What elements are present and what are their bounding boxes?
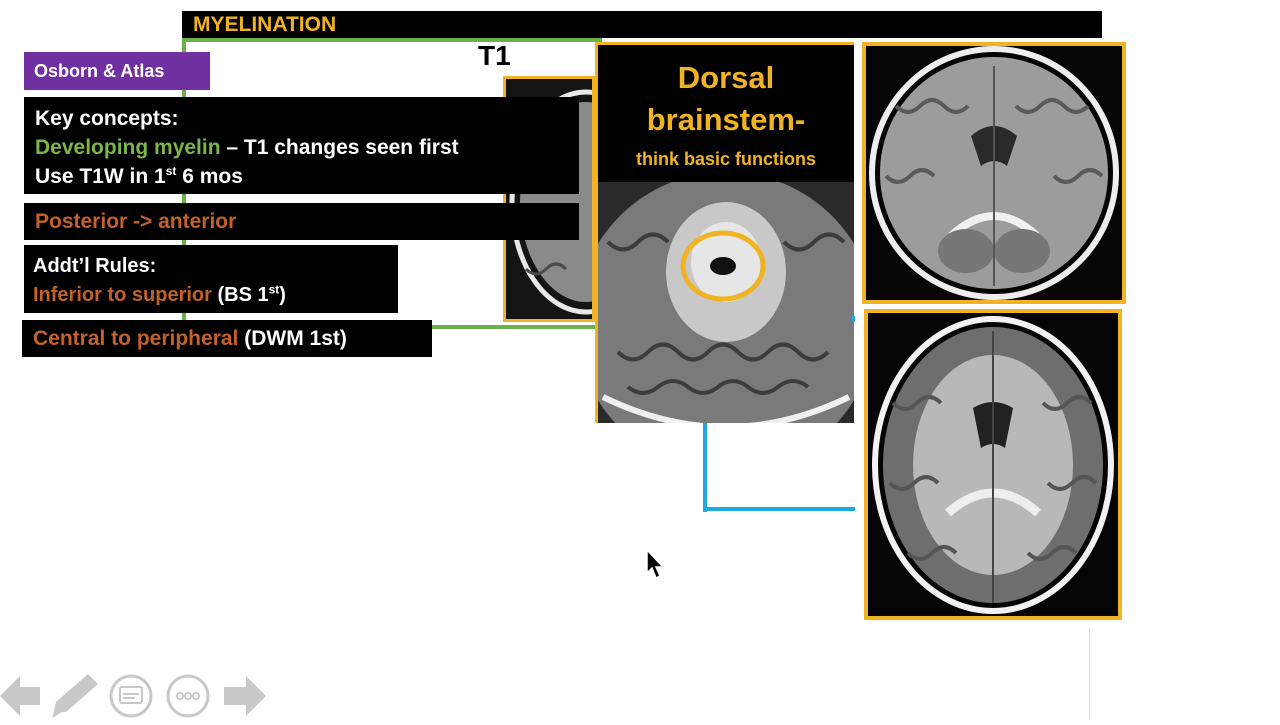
key-concepts-line2: Use T1W in 1st 6 mos [35, 162, 579, 191]
t1-changes-text: – T1 changes seen first [220, 136, 459, 159]
six-mos-text: 6 mos [176, 165, 243, 188]
mri-image-brainstem [598, 182, 854, 423]
dorsal-title-line1: Dorsal [677, 60, 775, 95]
developing-myelin-text: Developing myelin [35, 136, 221, 159]
dorsal-title-line2: brainstem- [646, 102, 806, 137]
mri-image-axial-2 [864, 309, 1122, 620]
addtl-rule-line: Inferior to superior (BS 1st) [33, 281, 398, 310]
use-t1w-text: Use T1W in 1 [35, 165, 166, 188]
mouse-cursor-icon [646, 548, 666, 586]
arrow-left-icon[interactable] [0, 672, 42, 725]
inferior-superior-text: Inferior to superior [33, 284, 212, 306]
blue-connector-horizontal [703, 507, 855, 511]
dwm-first-text: (DWM 1st) [238, 327, 347, 350]
dorsal-brainstem-panel: Dorsal brainstem- think basic functions [595, 42, 854, 423]
dorsal-brainstem-title: Dorsal brainstem- [598, 57, 854, 141]
more-icon[interactable] [165, 672, 211, 725]
green-frame-top [182, 38, 602, 42]
blue-connector-vertical [703, 423, 707, 512]
source-badge: Osborn & Atlas [24, 52, 210, 90]
arrow-right-icon[interactable] [222, 672, 266, 725]
subtitles-icon[interactable] [108, 672, 154, 725]
bs-first-text: (BS 1 [211, 284, 269, 306]
dorsal-subtitle: think basic functions [635, 149, 817, 169]
blue-connector-stub [852, 316, 855, 322]
superscript-st: st [165, 164, 177, 178]
close-paren: ) [279, 284, 286, 306]
guide-line [1089, 628, 1090, 720]
slide-title: MYELINATION [182, 11, 1102, 38]
key-concepts-box: Key concepts: Developing myelin – T1 cha… [24, 97, 579, 194]
central-peripheral-box: Central to peripheral (DWM 1st) [22, 320, 432, 357]
addtl-rules-heading: Addt’l Rules: [33, 255, 157, 277]
posterior-anterior-box: Posterior -> anterior [24, 203, 579, 240]
pen-icon[interactable] [48, 672, 102, 725]
addtl-rules-box: Addt’l Rules: Inferior to superior (BS 1… [24, 245, 398, 313]
mri-image-axial-1 [862, 42, 1126, 304]
superscript-st-2: st [268, 282, 280, 297]
key-concepts-line1: Developing myelin – T1 changes seen firs… [35, 133, 579, 162]
central-peripheral-text: Central to peripheral [33, 327, 239, 350]
t1-label: T1 [478, 40, 511, 71]
key-concepts-heading: Key concepts: [35, 107, 179, 130]
